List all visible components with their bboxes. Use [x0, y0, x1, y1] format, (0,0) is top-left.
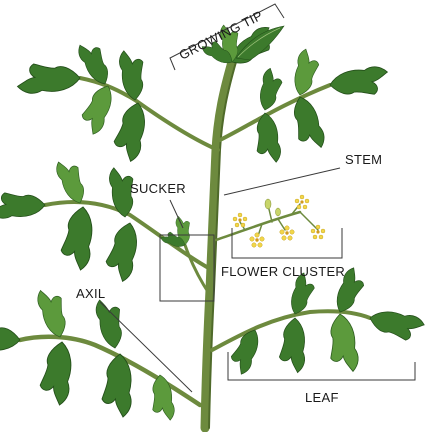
flower-cluster-callout: FLOWER CLUSTER [221, 228, 345, 279]
axil-callout: AXIL [76, 286, 193, 393]
main-stem [200, 57, 237, 432]
leaf-callout: LEAF [227, 352, 416, 405]
branch-stems [17, 76, 372, 408]
sucker-label: SUCKER [130, 181, 186, 196]
flower-cluster [232, 194, 326, 248]
stem-callout: STEM [223, 152, 382, 196]
sucker-highlight-box [159, 234, 215, 302]
axil-label: AXIL [76, 286, 105, 301]
leaves [0, 22, 427, 424]
stem-label: STEM [345, 152, 382, 167]
sucker-callout: SUCKER [130, 181, 215, 302]
leaf-label: LEAF [305, 390, 339, 405]
flower-cluster-label: FLOWER CLUSTER [221, 264, 345, 279]
